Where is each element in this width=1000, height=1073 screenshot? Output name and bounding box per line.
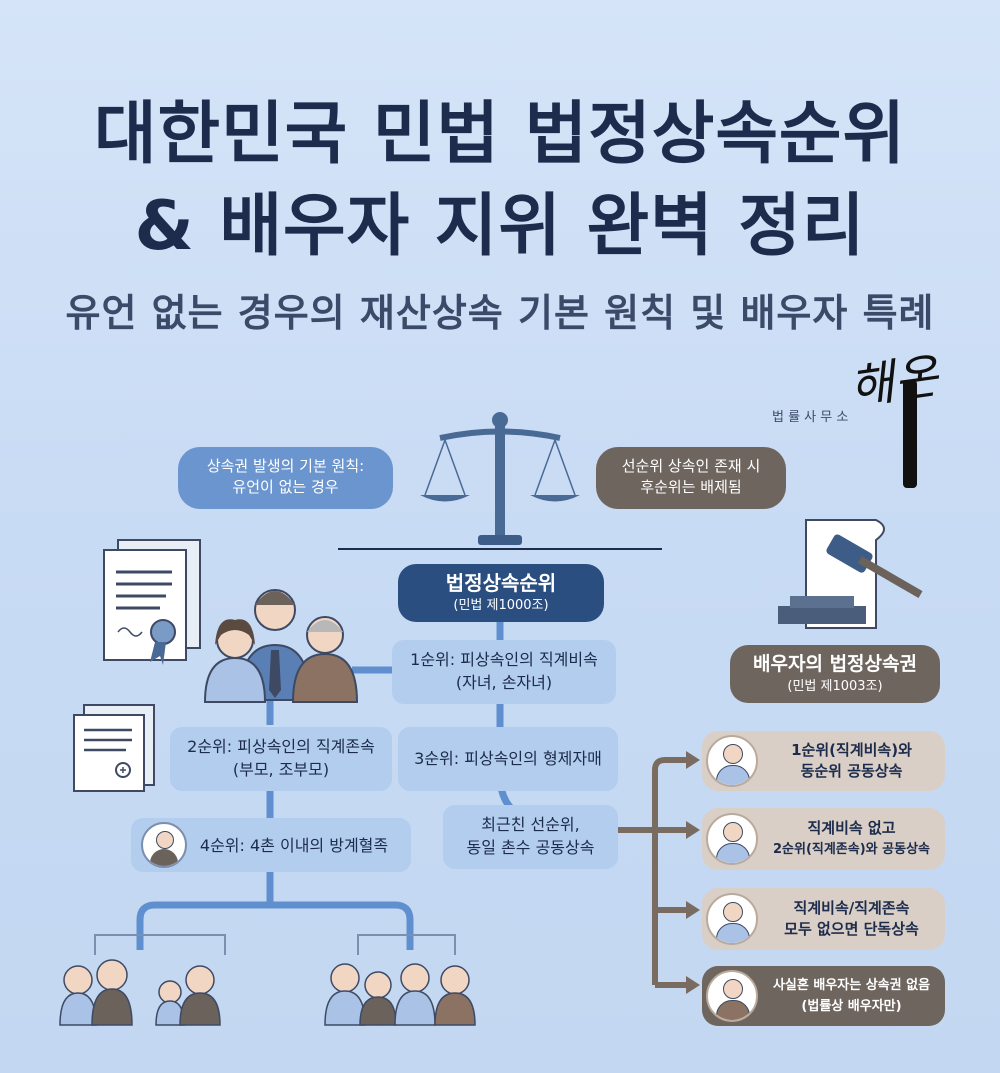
succession-order-law: (민법 제1000조): [453, 598, 549, 613]
rank-4-box: 4순위: 4촌 이내의 방계혈족: [131, 818, 411, 872]
family-group-icon: [203, 589, 359, 703]
person-icon: [706, 893, 758, 945]
priority-bubble-line2: 후순위는 배제됨: [640, 478, 742, 496]
spouse-arrows: [618, 757, 690, 988]
rank-4-line1: 4순위: 4촌 이내의 방계혈족: [199, 835, 389, 855]
spouse-item: 사실혼 배우자는 상속권 없음 (법률상 배우자만): [702, 966, 945, 1026]
spouse-item: 직계비속 없고 2순위(직계존속)와 공동상속: [702, 808, 945, 870]
logo-brush-stroke: [903, 380, 917, 488]
family-group-icon: [324, 963, 476, 1026]
spouse-item-line1: 직계비속 없고: [807, 819, 896, 837]
title-line-2: & 배우자 지위 완벽 정리: [134, 187, 866, 266]
person-icon: [141, 822, 187, 868]
principle-bubble: 상속권 발생의 기본 원칙: 유언이 없는 경우: [178, 447, 393, 509]
rank-2-box: 2순위: 피상속인의 직계존속 (부모, 조부모): [170, 727, 392, 791]
succession-order-title: 법정상속순위: [445, 571, 557, 595]
spouse-rights-title: 배우자의 법정상속권: [753, 653, 917, 675]
spouse-item-line2: (법률상 배우자만): [801, 999, 902, 1014]
priority-bubble: 선순위 상속인 존재 시 후순위는 배제됨: [596, 447, 786, 509]
scales-icon: [338, 412, 662, 550]
title-line-1: 대한민국 민법 법정상속순위: [93, 95, 907, 174]
spouse-item-line1: 직계비속/직계존속: [793, 899, 910, 917]
logo-subtitle: 법 률 사 무 소: [772, 410, 849, 425]
spouse-item: 직계비속/직계존속 모두 없으면 단독상속: [702, 888, 945, 950]
rank-2-line1: 2순위: 피상속인의 직계존속: [187, 737, 375, 756]
spouse-item-line2: 2순위(직계존속)와 공동상속: [772, 842, 930, 857]
rank-3-box: 3순위: 피상속인의 형제자매: [398, 727, 618, 791]
gavel-icon: [778, 519, 923, 629]
certificate-document-icon: [103, 539, 201, 665]
priority-bubble-line1: 선순위 상속인 존재 시: [621, 457, 761, 475]
person-icon: [706, 813, 758, 865]
spouse-item-line1: 1순위(직계비속)와: [791, 741, 912, 759]
succession-order-header: 법정상속순위 (민법 제1000조): [398, 564, 604, 622]
rank-1-box: 1순위: 피상속인의 직계비속 (자녀, 손자녀): [392, 640, 616, 704]
principle-bubble-line1: 상속권 발생의 기본 원칙:: [206, 457, 365, 475]
rank-3-line1: 3순위: 피상속인의 형제자매: [414, 749, 602, 768]
spouse-rights-header: 배우자의 법정상속권 (민법 제1003조): [730, 645, 940, 703]
spouse-item-line2: 모두 없으면 단독상속: [784, 920, 919, 938]
spouse-item-line1: 사실혼 배우자는 상속권 없음: [772, 978, 931, 993]
person-icon: [706, 970, 758, 1022]
closest-relative-line2: 동일 촌수 공동상속: [466, 838, 595, 857]
closest-relative-box: 최근친 선순위, 동일 촌수 공동상속: [443, 805, 618, 869]
person-icon: [706, 735, 758, 787]
family-group-icon: [59, 959, 221, 1026]
will-document-icon: [73, 704, 155, 792]
rank-1-line1: 1순위: 피상속인의 직계비속: [410, 650, 598, 669]
rank-2-line2: (부모, 조부모): [232, 760, 330, 779]
spouse-item-line2: 동순위 공동상속: [800, 762, 903, 780]
rank-1-line2: (자녀, 손자녀): [455, 673, 553, 692]
principle-bubble-line2: 유언이 없는 경우: [232, 478, 339, 496]
closest-relative-line1: 최근친 선순위,: [481, 815, 580, 834]
spouse-item: 1순위(직계비속)와 동순위 공동상속: [702, 731, 945, 791]
subtitle: 유언 없는 경우의 재산상속 기본 원칙 및 배우자 특례: [65, 291, 935, 335]
spouse-rights-law: (민법 제1003조): [787, 679, 883, 694]
